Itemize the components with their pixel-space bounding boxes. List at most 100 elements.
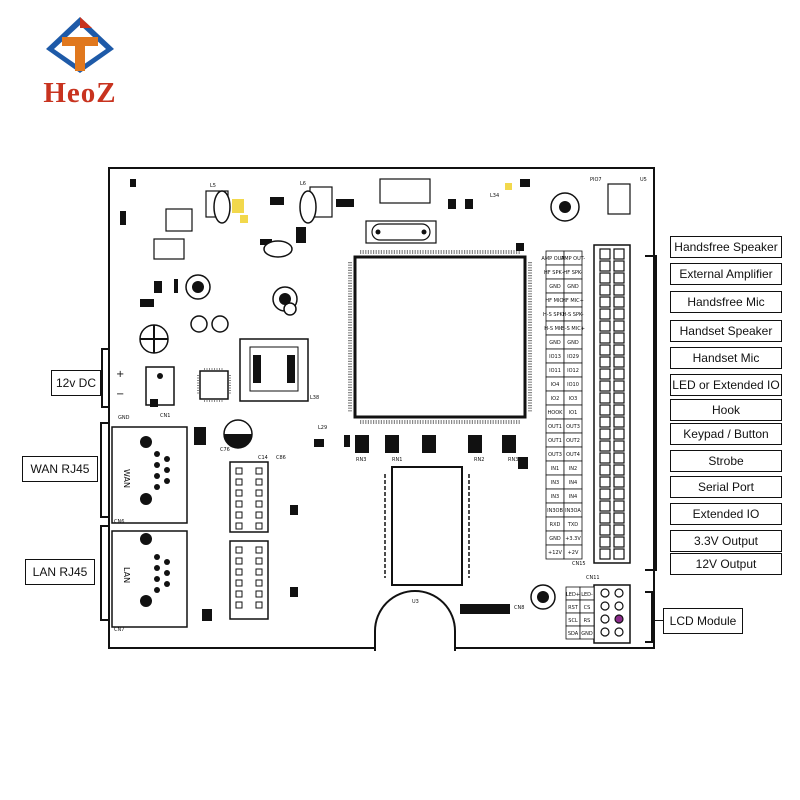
pin-label: IO1 — [569, 410, 578, 416]
callout-wan-rj45: WAN RJ45 — [22, 456, 98, 482]
header-pin — [613, 512, 625, 524]
header-pin — [599, 536, 611, 548]
pin-label: OUT4 — [566, 452, 580, 458]
pin-label: IO11 — [549, 368, 561, 374]
pin-label: IN2 — [569, 466, 577, 472]
main-cpu-chip — [353, 255, 527, 419]
pin-label: HF MIC- — [545, 298, 565, 304]
pin-label: IO29 — [567, 354, 579, 360]
header-pin — [599, 404, 611, 416]
memory-chip — [391, 466, 463, 586]
header-pin — [613, 536, 625, 548]
callout-external-amplifier: External Amplifier — [670, 263, 782, 285]
wan-bracket — [100, 422, 108, 518]
header-pin — [613, 332, 625, 344]
lcd-pin — [600, 614, 610, 624]
lcd-pin — [614, 627, 624, 637]
header-pin — [599, 428, 611, 440]
pin-label: +2V — [568, 550, 579, 556]
pin-label: IN3 — [551, 480, 559, 486]
pin-label: +12V — [548, 550, 563, 556]
callout-handsfree-mic: Handsfree Mic — [670, 291, 782, 313]
header-pin — [599, 452, 611, 464]
header-pin — [599, 416, 611, 428]
svg-text:C14: C14 — [258, 455, 268, 461]
pin-label: H-S SPK+ — [543, 312, 567, 318]
svg-text:CN6: CN6 — [114, 519, 124, 525]
svg-text:GND: GND — [118, 415, 130, 421]
header-pin — [599, 344, 611, 356]
lan-bracket — [100, 525, 108, 621]
main-pin-header — [593, 244, 631, 564]
wan-silk-label: WAN — [122, 469, 131, 488]
header-pin — [599, 464, 611, 476]
header-pin — [599, 284, 611, 296]
lcd-pin — [600, 627, 610, 637]
header-pin — [613, 452, 625, 464]
svg-text:L38: L38 — [310, 395, 319, 401]
header-pin — [613, 272, 625, 284]
lcd-pin-label: RS — [584, 618, 591, 624]
header-pin — [613, 548, 625, 560]
pin-label: IN3OA — [565, 508, 581, 514]
lcd-pin — [614, 601, 624, 611]
lcd-pin — [614, 588, 624, 598]
svg-text:CN15: CN15 — [572, 561, 586, 567]
header-pin — [599, 512, 611, 524]
callout-12v-dc: 12v DC — [51, 370, 101, 396]
pin-label: RXD — [550, 522, 561, 528]
header-pin — [599, 392, 611, 404]
pin-label: OUT1 — [548, 424, 562, 430]
header-pin — [613, 308, 625, 320]
callout-serial-port: Serial Port — [670, 476, 782, 498]
callout-keypad-button: Keypad / Button — [670, 423, 782, 445]
header-pin — [599, 272, 611, 284]
header-pin — [599, 332, 611, 344]
pin-label: H-S MIC- — [544, 326, 566, 332]
pin-label: GND — [567, 340, 579, 346]
callout-handsfree-speaker: Handsfree Speaker — [670, 236, 782, 258]
header-pin — [599, 248, 611, 260]
callout-led-or-extended-io: LED or Extended IO — [670, 374, 782, 396]
callout-12v-output: 12V Output — [670, 553, 782, 575]
callout-lcd-module: LCD Module — [663, 608, 743, 634]
header-pin — [599, 548, 611, 560]
header-pin — [613, 428, 625, 440]
pin-label: HF SPK+ — [544, 270, 566, 276]
header-pin — [613, 356, 625, 368]
lcd-pin-label: SCL — [568, 618, 578, 624]
header-pin — [599, 296, 611, 308]
pin-label: GND — [567, 284, 579, 290]
pin-label: HOOK — [548, 410, 564, 416]
pin-label: IN4 — [569, 494, 577, 500]
pin-label: IN3OB — [547, 508, 563, 514]
lcd-pin-label: SDA — [568, 631, 579, 637]
callout-lan-rj45: LAN RJ45 — [25, 559, 95, 585]
header-pin — [599, 368, 611, 380]
pin-label: IO10 — [567, 382, 579, 388]
svg-text:PIO7: PIO7 — [590, 177, 602, 183]
header-pin — [613, 440, 625, 452]
header-pin — [599, 308, 611, 320]
header-pin — [613, 320, 625, 332]
callout-hook: Hook — [670, 399, 782, 421]
header-pin — [613, 380, 625, 392]
header-pin — [599, 476, 611, 488]
svg-text:+: + — [116, 369, 124, 380]
pin-label: TXD — [567, 522, 578, 528]
pin-label: AMP OUT- — [561, 256, 586, 262]
header-pin — [613, 464, 625, 476]
header-pin — [599, 356, 611, 368]
svg-text:L5: L5 — [210, 183, 216, 189]
brand-name: HeoZ — [43, 77, 117, 109]
header-pin — [613, 404, 625, 416]
pin-label: IO4 — [551, 382, 560, 388]
header-pin — [613, 500, 625, 512]
svg-text:CN11: CN11 — [586, 575, 600, 581]
header-pin — [599, 320, 611, 332]
header-pin — [613, 368, 625, 380]
callout-handset-speaker: Handset Speaker — [670, 320, 782, 342]
lcd-pin-label: LED+ — [566, 592, 580, 598]
